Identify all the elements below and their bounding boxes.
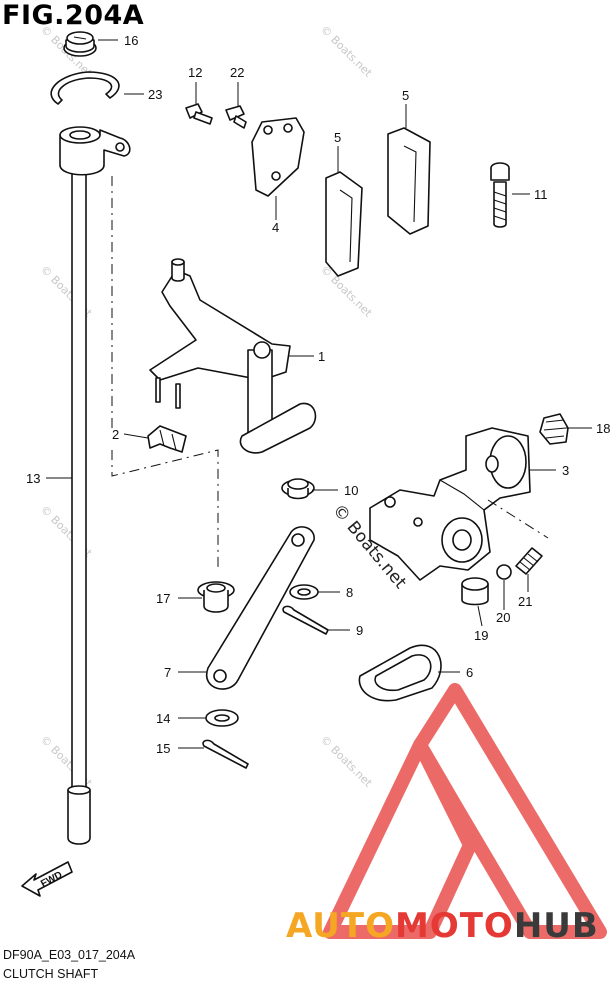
part-1-shift-lever	[149, 258, 317, 454]
logo-triangle-left	[323, 738, 477, 939]
part-21-spring	[515, 547, 543, 575]
figure-code: DF90A_E03_017_204A	[3, 948, 136, 962]
callout-17: 17	[156, 591, 170, 606]
part-19-bushing	[461, 577, 489, 606]
part-10-bushing	[281, 478, 315, 500]
part-18-plug	[539, 413, 569, 445]
fwd-label: FWD	[39, 870, 64, 890]
callout-labels: 16 23 12 22 5 5 4 11 1 2 18 3 10 13 17 8…	[26, 33, 610, 756]
callout-19: 19	[474, 628, 488, 643]
part-5b-guide	[387, 127, 431, 235]
callout-1: 1	[318, 349, 325, 364]
part-20-ball	[496, 564, 512, 580]
callout-21: 21	[518, 594, 532, 609]
callout-5a: 5	[402, 88, 409, 103]
figure-name: CLUTCH SHAFT	[3, 967, 99, 981]
svg-text:AUTOMOTOHUB: AUTOMOTOHUB	[286, 906, 599, 946]
brand-hub: HUB	[514, 906, 599, 946]
callout-4: 4	[272, 220, 279, 235]
fwd-arrow-icon: FWD	[21, 861, 73, 897]
callout-6: 6	[466, 665, 473, 680]
leader-lines	[46, 39, 592, 749]
watermark-text: © Boats.net	[318, 23, 375, 80]
callout-5b: 5	[334, 130, 341, 145]
callout-18: 18	[596, 421, 610, 436]
callout-22: 22	[230, 65, 244, 80]
part-15-cotter-pin	[202, 739, 249, 769]
part-2-clip	[147, 425, 187, 453]
callout-8: 8	[346, 585, 353, 600]
callout-10: 10	[344, 483, 358, 498]
part-5a-guide	[325, 171, 363, 277]
part-23-circlip	[50, 71, 120, 105]
callout-7: 7	[164, 665, 171, 680]
callout-3: 3	[562, 463, 569, 478]
part-14-washer	[205, 709, 239, 727]
callout-20: 20	[496, 610, 510, 625]
callout-14: 14	[156, 711, 170, 726]
part-9-cotter-pin	[282, 605, 329, 635]
part-7-link-rod	[205, 526, 315, 690]
brand-moto: MOTO	[395, 906, 514, 946]
part-3-cam-housing	[369, 427, 531, 581]
part-11-bolt	[490, 162, 510, 228]
callout-23: 23	[148, 87, 162, 102]
part-6-seal	[358, 644, 442, 702]
part-22-nipple	[225, 105, 247, 129]
callout-16: 16	[124, 33, 138, 48]
automotohub-wordmark: AUTOMOTOHUB	[286, 906, 599, 946]
automotohub-logo	[323, 683, 607, 939]
callout-13: 13	[26, 471, 40, 486]
part-12-bolt	[185, 103, 213, 125]
callout-12: 12	[188, 65, 202, 80]
part-16-plug	[63, 31, 97, 57]
callout-2: 2	[112, 427, 119, 442]
part-13-clutch-shaft	[59, 126, 131, 845]
callout-11: 11	[534, 187, 548, 202]
figure-title: FIG.204A	[2, 0, 145, 31]
part-4-plate	[251, 117, 305, 197]
part-17-bushing	[197, 581, 235, 613]
logo-triangle-right	[413, 683, 607, 939]
brand-auto: AUTO	[286, 906, 395, 946]
callout-15: 15	[156, 741, 170, 756]
part-8-washer	[289, 584, 319, 600]
callout-9: 9	[356, 623, 363, 638]
watermark-text: © Boats.net	[318, 733, 375, 790]
assembly-lines	[111, 176, 549, 568]
